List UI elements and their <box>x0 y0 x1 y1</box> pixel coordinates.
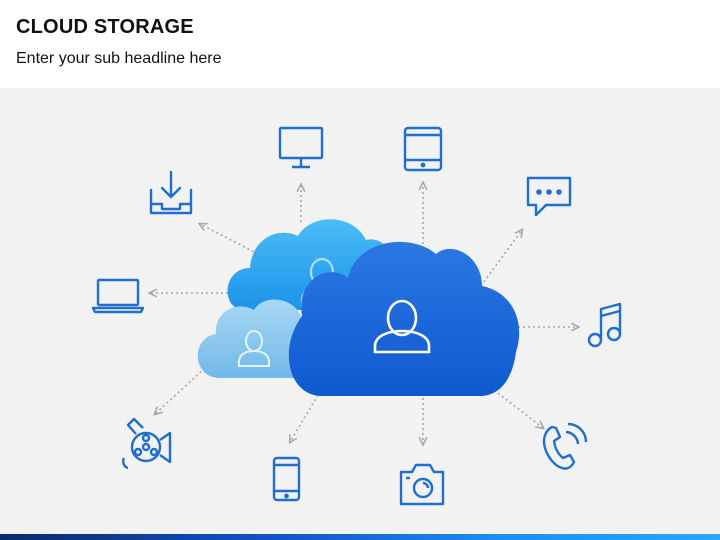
arrow-to-smartphone <box>290 394 319 442</box>
smartphone-icon <box>272 456 301 502</box>
phone-handset-icon <box>542 422 588 470</box>
cloud-front <box>288 241 520 396</box>
arrow-to-chat <box>477 230 522 291</box>
laptop-icon <box>91 278 145 314</box>
download-tray-icon <box>149 170 193 215</box>
page-subtitle: Enter your sub headline here <box>16 50 222 67</box>
camera-icon <box>399 463 445 506</box>
arrow-to-download <box>200 224 259 255</box>
connector-arrows <box>150 183 578 444</box>
user-icon <box>238 330 270 367</box>
slide-header: CLOUD STORAGE Enter your sub headline he… <box>0 0 720 88</box>
film-camera-icon <box>122 417 172 470</box>
chat-bubble-icon <box>526 176 572 217</box>
tablet-icon <box>403 126 443 172</box>
footer-bar <box>0 534 720 540</box>
page-title: CLOUD STORAGE <box>16 16 194 38</box>
arrow-to-phone <box>493 389 543 428</box>
arrow-to-film-camera <box>155 367 206 414</box>
monitor-icon <box>278 126 324 169</box>
music-note-icon <box>587 302 622 348</box>
user-icon <box>373 299 431 354</box>
